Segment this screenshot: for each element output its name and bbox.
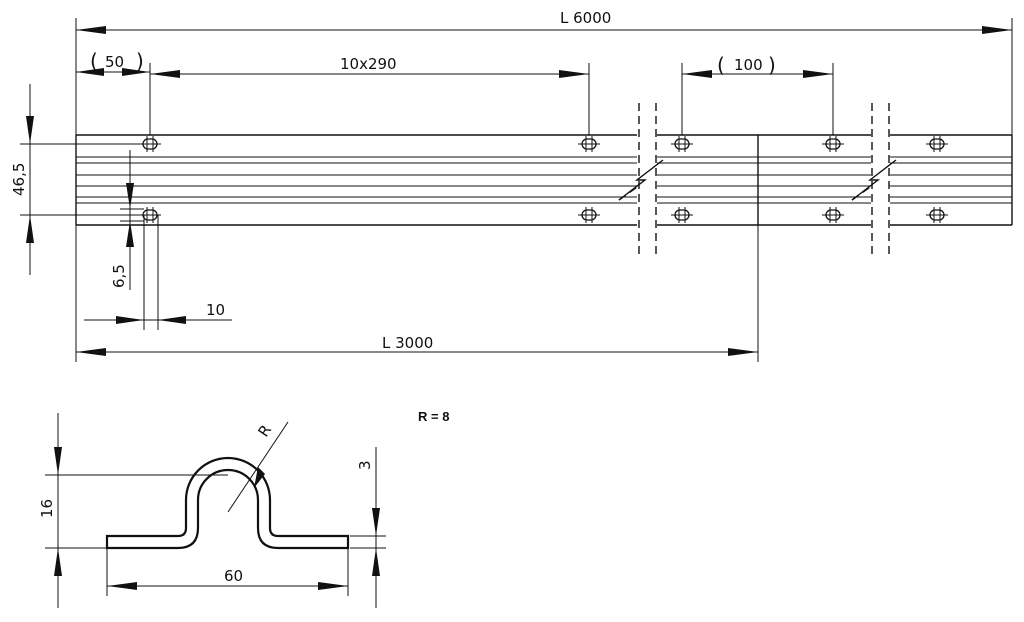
dim-half-length: L 3000 — [382, 334, 433, 352]
dimensions-profile: 16 3 60 R — [38, 413, 386, 608]
dim-hole-width: 6,5 — [110, 264, 128, 288]
mounting-hole — [671, 136, 693, 152]
svg-text:(: ( — [90, 49, 98, 73]
dim-profile-height: 16 — [38, 499, 56, 518]
mounting-holes — [139, 136, 948, 223]
rail-middle-segment — [657, 134, 871, 226]
rail-top-view — [75, 103, 1013, 255]
break-lines — [618, 103, 897, 255]
dim-radius-label: R — [254, 422, 275, 441]
dim-hole-spacing: 46,5 — [10, 163, 28, 196]
dim-profile-width: 60 — [224, 567, 243, 585]
rail-left-segment — [75, 134, 637, 226]
dim-total-length: L 6000 — [560, 9, 611, 27]
mounting-hole — [926, 207, 948, 223]
profile-section — [105, 456, 350, 550]
dim-slot-length: 10 — [206, 301, 225, 319]
dimensions-top-view: L 6000 ( ) 50 10x290 ( ) 100 46,5 — [10, 9, 1013, 362]
rail-right-segment — [890, 134, 1013, 226]
mounting-hole — [926, 136, 948, 152]
dim-gap: 100 — [734, 56, 763, 74]
dim-hole-pitch: 10x290 — [340, 55, 397, 73]
mounting-hole — [671, 207, 693, 223]
mounting-hole — [822, 136, 844, 152]
svg-text:): ) — [136, 49, 144, 73]
svg-text:): ) — [768, 53, 776, 77]
dim-thickness: 3 — [356, 460, 374, 470]
svg-text:(: ( — [717, 53, 725, 77]
radius-note: R = 8 — [418, 409, 449, 424]
mounting-hole — [578, 136, 600, 152]
mounting-hole — [822, 207, 844, 223]
mounting-hole — [578, 207, 600, 223]
dim-edge-offset: 50 — [105, 53, 124, 71]
